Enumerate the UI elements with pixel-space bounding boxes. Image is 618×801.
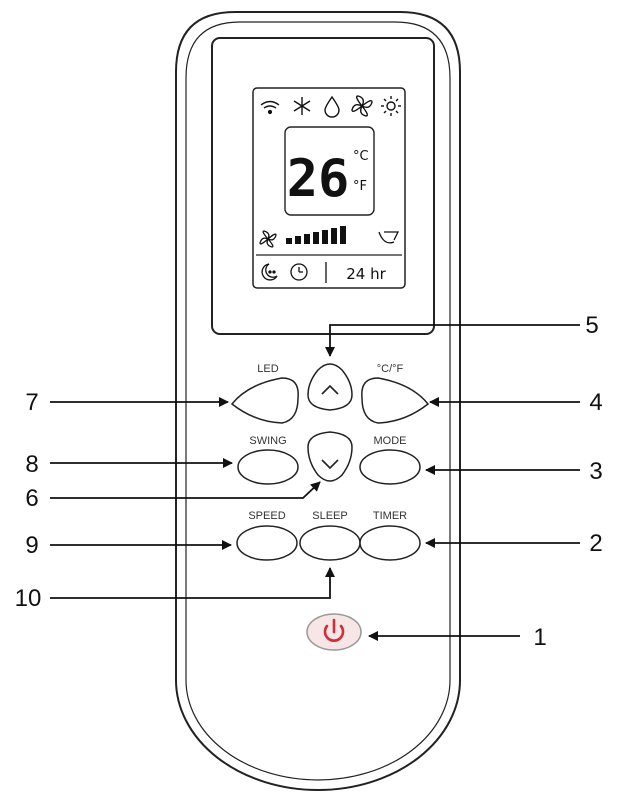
- led-button[interactable]: [230, 377, 299, 424]
- callout-number-8: 8: [25, 451, 38, 478]
- fan-speed-bars: [286, 226, 346, 244]
- callout-line-up: [325, 324, 580, 357]
- sleep-moon-icon: [261, 263, 278, 281]
- unit-toggle-button[interactable]: [361, 377, 430, 424]
- callout-number-1: 1: [533, 624, 546, 651]
- chevron-down-icon: [321, 459, 339, 470]
- callout-number-9: 9: [25, 532, 38, 559]
- swing-label: SWING: [249, 435, 286, 447]
- swing-button[interactable]: [237, 449, 299, 485]
- sun-icon: [381, 96, 401, 116]
- speed-label: SPEED: [248, 510, 285, 522]
- fan-icon: [351, 95, 373, 117]
- unit-fahrenheit: °F: [353, 179, 367, 194]
- led-label: LED: [257, 363, 278, 375]
- droplet-icon: [324, 95, 340, 118]
- callout-lines: [50, 324, 580, 641]
- timer-label: TIMER: [373, 510, 407, 522]
- callout-number-10: 10: [15, 585, 42, 612]
- callout-number-7: 7: [25, 389, 38, 416]
- unit-celsius: °C: [353, 149, 369, 164]
- mode-button[interactable]: [359, 449, 421, 485]
- callout-number-2: 2: [589, 530, 602, 557]
- remote-body-inner: [185, 21, 451, 781]
- timer-readout: 24 hr: [346, 265, 386, 283]
- power-icon: [323, 618, 345, 642]
- callout-line-sleep: [50, 567, 335, 599]
- callout-number-6: 6: [25, 485, 38, 512]
- down-button[interactable]: [307, 431, 353, 482]
- temperature-value: 26: [287, 149, 350, 209]
- callout-number-3: 3: [589, 458, 602, 485]
- callout-number-5: 5: [585, 312, 598, 339]
- temperature-box: [284, 126, 375, 216]
- timer-button[interactable]: [359, 525, 421, 561]
- sleep-label: SLEEP: [312, 510, 347, 522]
- swing-icon: [378, 231, 400, 244]
- mode-label: MODE: [374, 435, 407, 447]
- snowflake-icon: [293, 97, 311, 115]
- clock-icon: [290, 263, 308, 281]
- sleep-button[interactable]: [299, 525, 361, 561]
- unit-toggle-label: °C/°F: [377, 363, 404, 375]
- callout-line-down: [50, 481, 321, 499]
- chevron-up-icon: [321, 384, 339, 395]
- fan-speed-icon: [259, 230, 277, 248]
- wifi-icon: [260, 100, 280, 115]
- speed-button[interactable]: [236, 525, 298, 561]
- callout-number-4: 4: [589, 389, 602, 416]
